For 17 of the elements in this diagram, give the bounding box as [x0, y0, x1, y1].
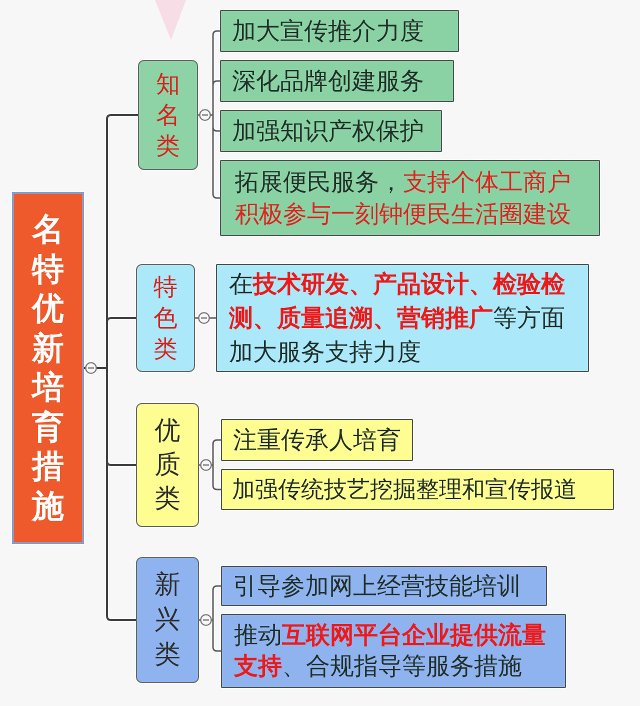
category-box: 特色类	[136, 264, 195, 372]
item-box: 加强知识产权保护	[220, 110, 442, 152]
category-box: 新兴类	[136, 557, 199, 683]
topic-box: 名特优新培育措施	[12, 192, 84, 544]
item-box: 拓展便民服务，支持个体工商户积极参与一刻钟便民生活圈建设	[220, 160, 600, 236]
item-box: 引导参加网上经营技能培训	[221, 566, 547, 606]
item-box: 加强传统技艺挖掘整理和宣传报道	[221, 469, 614, 510]
category-box: 知名类	[138, 60, 198, 170]
item-box: 注重传承人培育	[221, 419, 413, 461]
connector-line	[198, 585, 222, 652]
item-box: 加大宣传推介力度	[220, 10, 459, 52]
connector-line	[198, 439, 222, 490]
item-box: 推动互联网平台企业提供流量支持、合规指导等服务措施	[221, 614, 566, 688]
category-box: 优质类	[136, 403, 199, 527]
item-box: 深化品牌创建服务	[220, 60, 454, 102]
item-box: 在技术研发、产品设计、检验检测、质量追溯、营销推广等方面加大服务支持力度	[216, 264, 589, 372]
connector-line	[83, 114, 139, 621]
